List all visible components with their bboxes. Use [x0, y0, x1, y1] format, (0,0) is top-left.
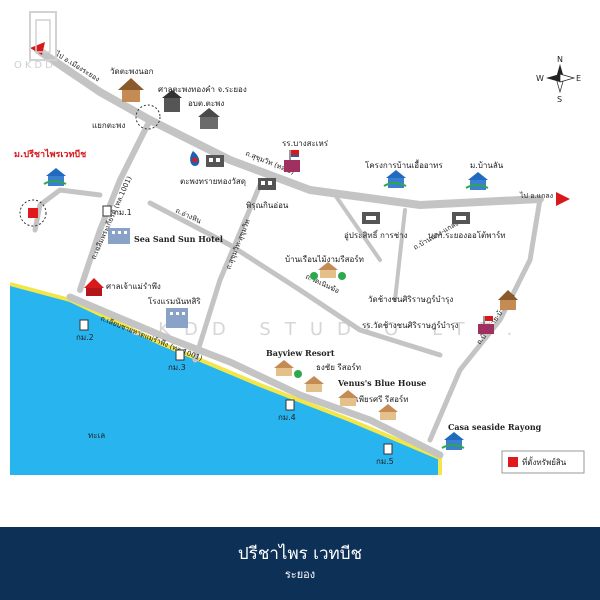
wat-chang-icon: [498, 290, 518, 310]
casa-house-icon: [441, 432, 465, 450]
ban-lan-label: ม.บ้านลัน: [470, 161, 504, 170]
km1-marker-icon: [102, 205, 112, 217]
shrine-icon: [84, 278, 104, 296]
road-branch-b: [333, 193, 382, 262]
watermark-text: OKDD STUDIO LTD.: [130, 319, 526, 340]
garage-icon: [362, 212, 380, 224]
venus-label: Venus's Blue House: [337, 378, 426, 388]
project-house-icon: [383, 170, 407, 188]
compass-icon: N S E W: [536, 55, 581, 104]
obt-icon: [198, 108, 220, 129]
pirun-label: พิรุณกินอ่อน: [246, 201, 289, 210]
court-label: ศาลตะพงทองคำ จ.ระยอง: [158, 85, 247, 94]
km5-label: กม.5: [376, 457, 394, 466]
km4-marker-icon: [285, 399, 295, 411]
legend-label: ที่ตั้งทรัพย์สิน: [522, 456, 567, 467]
piyasri-icon: [378, 404, 398, 420]
court-icon: [162, 90, 182, 112]
target-label: ม.ปรีชาไพรเวทบีช: [14, 148, 86, 160]
compass-w: W: [536, 74, 544, 83]
wat-chang-label: วัดช้างชนศิริราษฎร์บำรุง: [368, 294, 453, 304]
sea-sand-label: Sea Sand Sun Hotel: [134, 234, 223, 244]
nanthasiri-hotel-icon: [166, 308, 188, 328]
tapong-store-label: ตะพงทรายทองวัสดุ: [180, 177, 246, 186]
footer-bar: [0, 527, 600, 600]
road-right: [427, 196, 543, 443]
compass-s: S: [557, 95, 562, 104]
wat-label: วัดตะพงนอก: [110, 67, 154, 76]
temple-icon: [118, 78, 144, 102]
km4-label: กม.4: [278, 413, 296, 422]
pirun-icon: [258, 178, 276, 190]
school-label: รร.บางสะเหร่: [282, 139, 329, 148]
casa-label: Casa seaside Rayong: [448, 422, 542, 432]
bayview-icon: [274, 360, 302, 378]
school-flag-icon: [284, 150, 300, 172]
nanthasiri-label: โรงแรมนันทสิริ: [148, 296, 201, 306]
flame-icon: [190, 151, 200, 166]
project-label: โครงการบ้านเอื้ออาทร: [365, 159, 443, 170]
road-label-klaeng: ไป อ.แกลง: [519, 191, 553, 200]
km5-marker-icon: [383, 443, 393, 455]
road-chalerm: [77, 117, 153, 293]
target-marker: [19, 199, 47, 227]
logo-text: OKDD: [14, 60, 56, 71]
legend-box: [501, 450, 585, 474]
junction-marker: [135, 104, 161, 130]
sea-label: ทะเล: [88, 431, 105, 440]
road-beach: [66, 293, 444, 459]
km2-label: กม.2: [76, 333, 94, 342]
road-mid: [192, 182, 263, 363]
bayview-label: Bayview Resort: [266, 348, 335, 358]
ban-ruan-label: บ้านเรือนไม้งามรีสอร์ท: [285, 254, 364, 264]
school-chang-label: รร.วัดช้างชนศิริราษฎร์บำรุง: [362, 320, 459, 330]
road-branch-a: [393, 208, 407, 302]
target-house-icon: [43, 168, 67, 186]
legend-swatch: [508, 457, 518, 467]
compass-e: E: [576, 74, 581, 83]
school-chang-icon: [478, 316, 494, 334]
junction-label: แยกตะพง: [92, 121, 125, 130]
obt-label: อบต.ตะพง: [188, 99, 224, 108]
sea-area: [10, 284, 440, 475]
arrow-east-icon: [556, 192, 570, 206]
road-sukhumvit: [34, 46, 544, 209]
km3-label: กม.3: [168, 363, 186, 372]
auto-shop-icon: [452, 212, 470, 224]
road-soi-ang: [147, 200, 443, 358]
hotel-icon: [108, 228, 130, 244]
km2-marker-icon: [79, 319, 89, 331]
kongchai-label: ธงชัย รีสอร์ท: [316, 362, 361, 372]
shrine-label: ศาลเจ้าแม่รำพึง: [106, 282, 161, 291]
footer-subtitle: ระยอง: [284, 568, 316, 581]
km3-marker-icon: [175, 349, 185, 361]
kongchai-icon: [304, 376, 324, 392]
compass-n: N: [557, 55, 563, 64]
km1-label: กม.1: [114, 208, 132, 217]
target-pin: [28, 208, 38, 218]
auto-label: บจก.ระยองออโต้พาร์ท: [428, 230, 506, 240]
ban-lan-house-icon: [465, 172, 489, 190]
road-village-spur: [32, 187, 103, 233]
garage-label: อู่ประสิทธิ์ การช่าง: [344, 229, 408, 241]
resort-icon: [310, 262, 346, 280]
tapong-store-icon: [206, 155, 224, 167]
logo-icon: [29, 11, 57, 61]
venus-icon: [338, 390, 358, 406]
road-label-chalerm: ถ.เฉลิมพระเกียรติ (ทล.1001): [90, 175, 134, 261]
footer-title: ปรีชาไพร เวทบีช: [237, 544, 363, 564]
piyasri-label: เพียรศรี รีสอร์ท: [356, 394, 408, 404]
